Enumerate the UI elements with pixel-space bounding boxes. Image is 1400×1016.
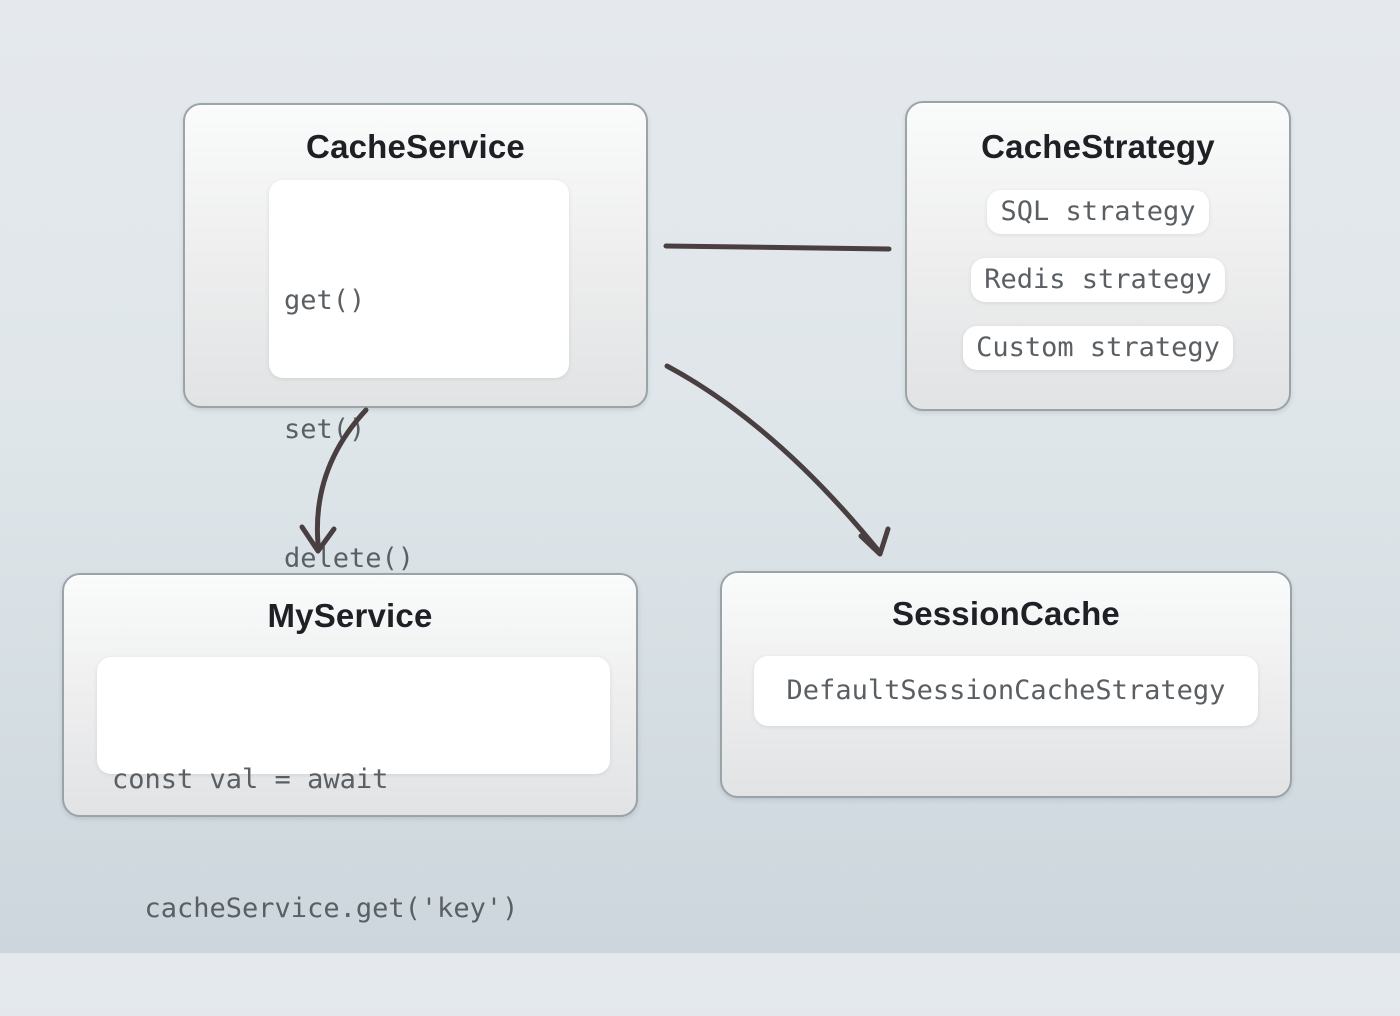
strategy-pill-custom: Custom strategy	[963, 326, 1233, 370]
strategy-list: SQL strategy Redis strategy Custom strat…	[907, 190, 1289, 370]
code-line-1: const val = await	[112, 764, 389, 795]
method-set: set()	[284, 414, 366, 445]
cache-service-methods-panel: get() set() delete() invalidateTags()	[269, 180, 569, 703]
default-session-cache-strategy-label: DefaultSessionCacheStrategy	[786, 675, 1226, 706]
strategy-pill-sql: SQL strategy	[987, 190, 1209, 234]
session-cache-title: SessionCache	[891, 595, 1120, 632]
my-service-title: MyService	[267, 597, 433, 634]
strategy-pill-redis: Redis strategy	[971, 258, 1225, 302]
cache-strategy-title: CacheStrategy	[981, 128, 1215, 165]
node-session-cache: SessionCache DefaultSessionCacheStrategy	[720, 571, 1292, 798]
method-get: get()	[284, 285, 366, 316]
code-line-2: cacheService.get('key')	[112, 893, 519, 924]
edge-cacheservice-sessioncache	[664, 363, 880, 552]
arrowhead-sessioncache	[858, 526, 891, 557]
node-cache-service: CacheService get() set() delete() invali…	[183, 103, 648, 703]
session-cache-strategy-panel: DefaultSessionCacheStrategy	[754, 656, 1258, 726]
edge-cacheservice-cachestrategy	[663, 243, 892, 252]
diagram-canvas: CacheService get() set() delete() invali…	[62, 101, 1292, 924]
node-cache-strategy: CacheStrategy SQL strategy Redis strateg…	[905, 101, 1291, 411]
cache-service-title: CacheService	[306, 128, 525, 165]
my-service-code-panel: const val = await cacheService.get('key'…	[97, 657, 610, 924]
node-my-service: MyService const val = await cacheService…	[62, 573, 638, 924]
